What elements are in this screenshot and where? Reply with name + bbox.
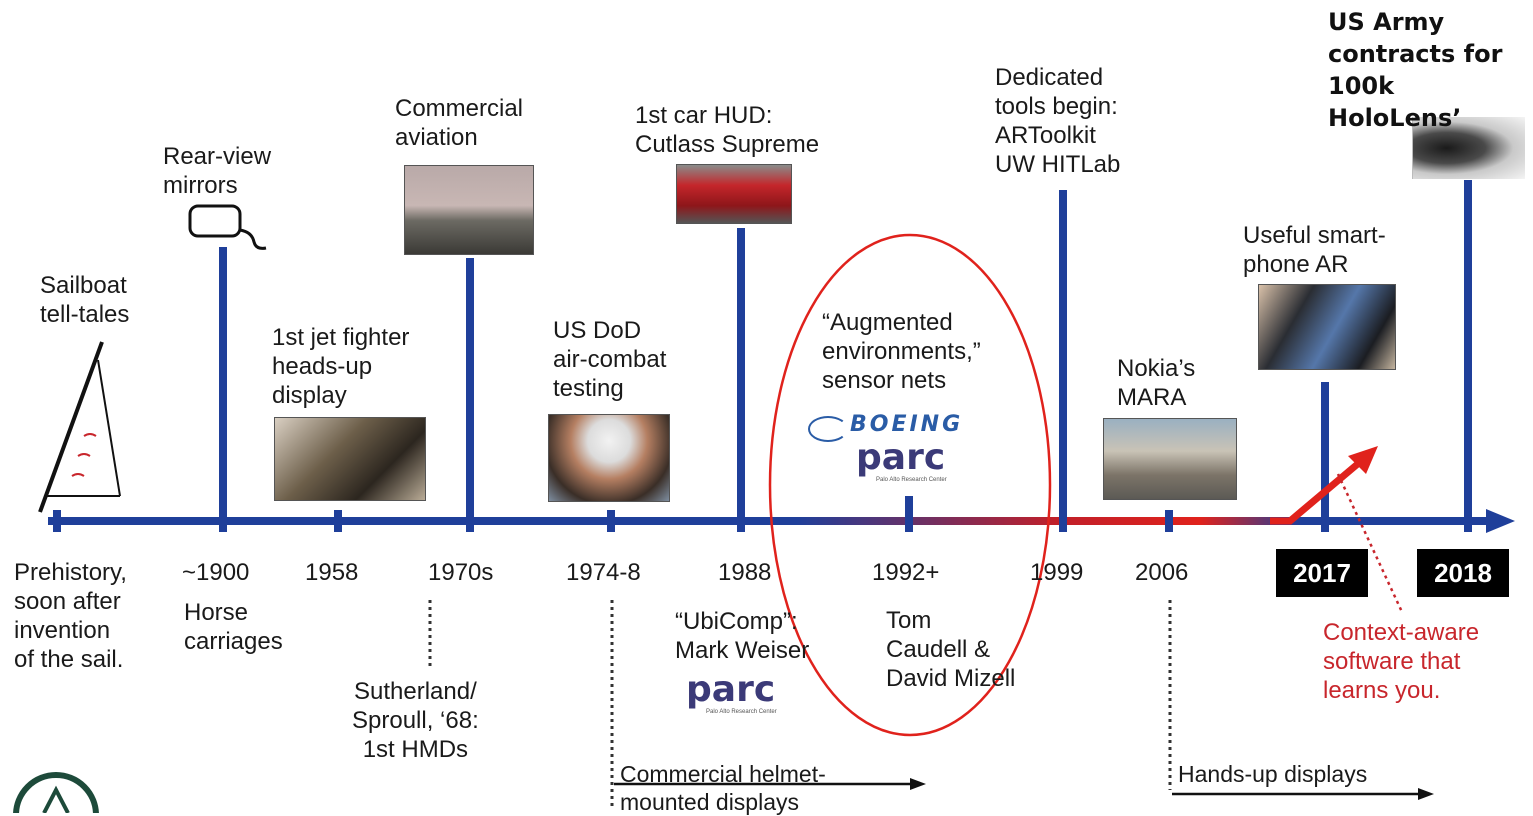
handsup-arrowhead <box>1418 788 1434 800</box>
date-2006: 2006 <box>1135 559 1189 586</box>
stem-1999 <box>1059 190 1067 532</box>
context-leader <box>1336 473 1404 613</box>
date-1974: 1974-8 <box>566 559 641 586</box>
event-army: US Army contracts for 100k HoloLens’ <box>1328 8 1503 132</box>
event-nokia: Nokia’s MARA <box>1117 355 1196 411</box>
date-1958: 1958 <box>305 559 359 586</box>
stem-1900 <box>219 247 227 532</box>
boeing-logo: BOEING <box>808 412 998 442</box>
smartphone-ar-photo <box>1258 284 1396 370</box>
note-caudell: Tom Caudell & David Mizell <box>886 607 1016 692</box>
boeing-swoosh-icon <box>808 416 848 442</box>
parc-wordmark: parc <box>856 437 946 478</box>
stem-1988 <box>737 228 745 532</box>
hololens-photo <box>1412 117 1525 179</box>
event-mirrors: Rear-view mirrors <box>163 143 272 199</box>
note-handsup: Hands-up displays <box>1178 761 1368 787</box>
stem-2017 <box>1321 382 1329 532</box>
rising-arrowhead <box>1348 446 1378 474</box>
year-box-2017: 2017 <box>1276 549 1368 597</box>
tick-2006 <box>1165 510 1173 532</box>
tick-1992 <box>905 496 913 532</box>
note-context: Context-aware software that learns you. <box>1323 619 1480 704</box>
corner-logo <box>13 772 99 813</box>
jet-hud-photo <box>274 417 426 501</box>
year-box-2018: 2018 <box>1417 549 1509 597</box>
date-1999: 1999 <box>1030 559 1084 586</box>
event-augmented: “Augmented environments,” sensor nets <box>822 309 981 394</box>
stem-2018 <box>1464 180 1472 532</box>
note-horse: Horse carriages <box>184 599 283 655</box>
date-prehistory: Prehistory, <box>14 559 127 586</box>
parc-logo-1992: parc Palo Alto Research Center <box>856 440 947 484</box>
event-sailboat: Sailboat tell-tales <box>40 272 130 328</box>
car-photo <box>676 164 792 224</box>
date-1970s: 1970s <box>428 559 494 586</box>
highlight-ellipse <box>768 233 1052 737</box>
date-1992: 1992+ <box>872 559 940 586</box>
parc-subtitle: Palo Alto Research Center <box>876 477 947 483</box>
mirror-icon <box>188 204 267 250</box>
event-car-hud: 1st car HUD: Cutlass Supreme <box>635 102 820 158</box>
sailboat-icon <box>38 341 121 513</box>
date-1988: 1988 <box>718 559 772 586</box>
date-1900: ~1900 <box>182 559 250 586</box>
timeline-arrowhead <box>1486 509 1515 533</box>
event-dod: US DoD air-combat testing <box>553 317 667 402</box>
note-ubicomp: “UbiComp”: Mark Weiser <box>675 608 810 664</box>
boeing-wordmark: BOEING <box>850 412 964 437</box>
event-aviation: Commercial aviation <box>395 95 524 151</box>
tick-prehistory <box>53 510 61 532</box>
note-sutherland: Sutherland/ Sproull, ‘68: 1st HMDs <box>352 678 479 763</box>
nokia-mara-photo <box>1103 418 1237 500</box>
parc-subtitle: Palo Alto Research Center <box>706 709 777 715</box>
parc-logo-1988: parc Palo Alto Research Center <box>686 672 777 716</box>
event-tools: Dedicated tools begin: ARToolkit UW HITL… <box>995 64 1121 178</box>
parc-wordmark: parc <box>686 669 776 710</box>
pilot-photo <box>548 414 670 502</box>
helmet-arrowhead <box>910 778 926 790</box>
stem-1970s <box>466 258 474 532</box>
note-prehistory: soon after invention of the sail. <box>14 588 124 673</box>
tick-1974 <box>607 510 615 532</box>
event-jet-hud: 1st jet fighter heads-up display <box>272 324 410 409</box>
tick-1958 <box>334 510 342 532</box>
aviation-photo <box>404 165 534 255</box>
timeline-axis <box>48 517 1488 525</box>
rising-arrow <box>1270 459 1363 525</box>
event-smartphone: Useful smart- phone AR <box>1243 222 1386 278</box>
note-helmet: Commercial helmet- mounted displays <box>620 761 826 815</box>
